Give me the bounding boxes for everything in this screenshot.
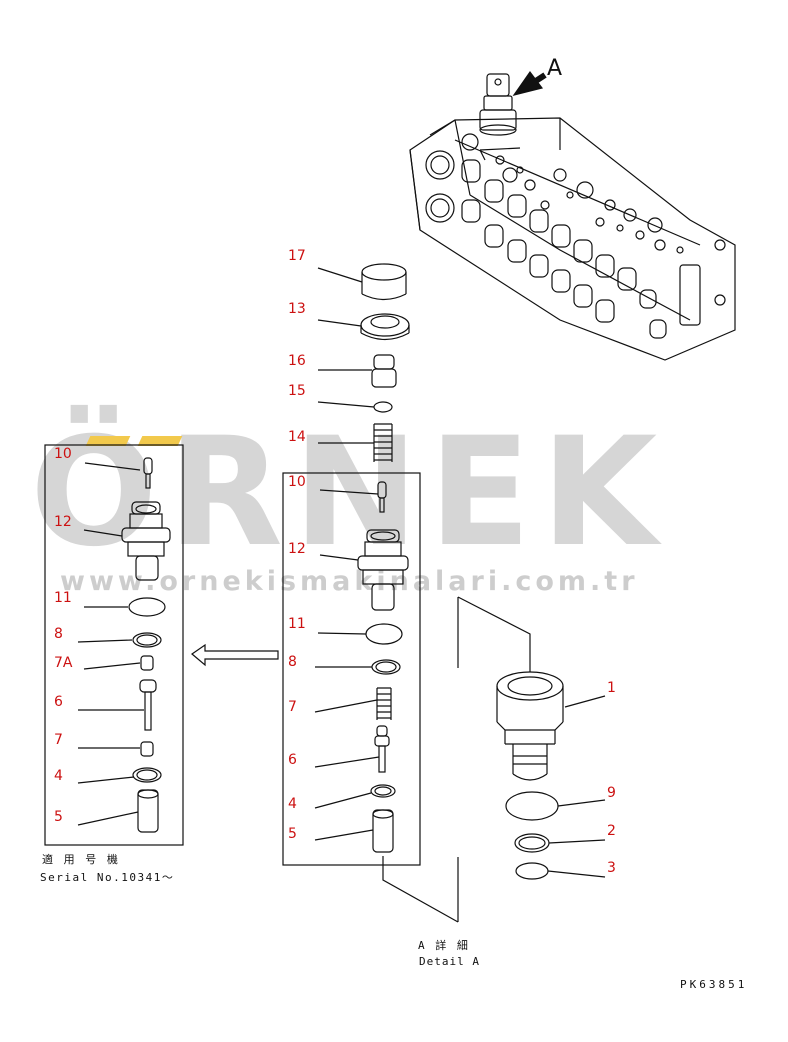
callout-1: 1	[607, 680, 616, 696]
callout-6-variant: 6	[54, 694, 63, 710]
callout-6: 6	[288, 752, 297, 768]
main-stack-leaders	[314, 267, 380, 841]
valve-body-parts	[496, 671, 564, 880]
callout-7-variant: 7	[54, 732, 63, 748]
callout-12-variant: 12	[54, 514, 72, 530]
callout-4-variant: 4	[54, 768, 63, 784]
variant-box	[44, 444, 184, 846]
callout-13: 13	[288, 301, 306, 317]
callout-11: 11	[288, 616, 306, 632]
callout-7a-variant: 7A	[54, 655, 73, 671]
callout-9: 9	[607, 785, 616, 801]
main-stack-parts	[282, 263, 421, 866]
callout-15: 15	[288, 383, 306, 399]
drawing-code: PK63851	[680, 978, 748, 991]
callout-11-variant: 11	[54, 590, 72, 606]
variant-leaders	[77, 462, 144, 826]
callout-14: 14	[288, 429, 306, 445]
valve-body-leaders	[547, 695, 606, 878]
variant-parts	[121, 457, 171, 833]
callout-16: 16	[288, 353, 306, 369]
detail-label-en: Detail A	[419, 955, 480, 968]
callout-5-variant: 5	[54, 809, 63, 825]
view-marker: A	[547, 56, 563, 81]
control-valve-illustration	[409, 70, 736, 361]
callout-8-variant: 8	[54, 626, 63, 642]
watermark-url: www.ornekismakinalari.com.tr	[60, 566, 639, 597]
applicable-serial-number: Serial No.10341～	[40, 871, 175, 884]
applicable-serial-jp: 適 用 号 機	[42, 853, 120, 866]
callout-5: 5	[288, 826, 297, 842]
callout-10-variant: 10	[54, 446, 72, 462]
callout-17: 17	[288, 248, 306, 264]
callout-12: 12	[288, 541, 306, 557]
callout-7: 7	[288, 699, 297, 715]
callout-2: 2	[607, 823, 616, 839]
detail-label-jp: A 詳 細	[418, 939, 470, 952]
detail-brackets	[282, 500, 531, 923]
callout-3: 3	[607, 860, 616, 876]
reference-arrow	[191, 643, 279, 667]
callout-10: 10	[288, 474, 306, 490]
callout-8: 8	[288, 654, 297, 670]
callout-4: 4	[288, 796, 297, 812]
